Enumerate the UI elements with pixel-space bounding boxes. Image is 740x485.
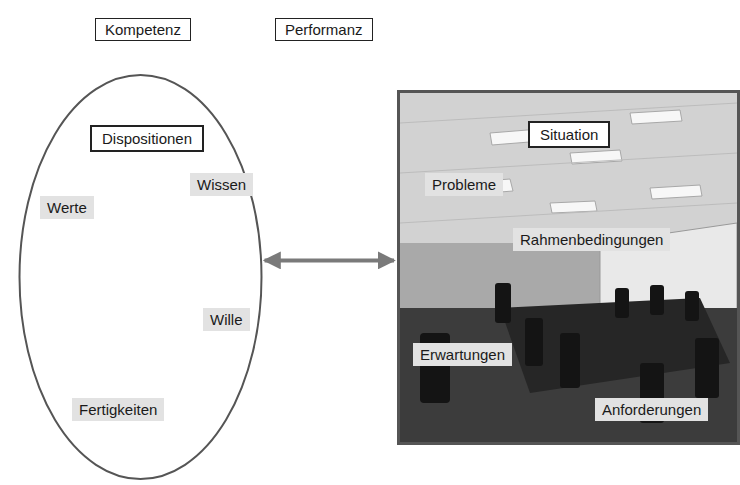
situation-label: Anforderungen (595, 398, 708, 421)
node-text: Probleme (432, 176, 496, 193)
node-text: Wille (210, 311, 243, 328)
situation-label: Rahmenbedingungen (513, 228, 670, 251)
node-text: Wissen (197, 176, 246, 193)
disposition-label: Wissen (190, 173, 253, 196)
heading-box: Dispositionen (90, 125, 204, 152)
disposition-ellipse: DispositionenWissenWerteWilleFertigkeite… (18, 73, 263, 481)
node-text: Werte (47, 199, 87, 216)
disposition-ellipse (20, 75, 262, 479)
double-arrow (265, 258, 394, 262)
node-text: Kompetenz (105, 21, 181, 38)
disposition-label: Werte (40, 196, 94, 219)
term-box: Performanz (275, 18, 373, 41)
heading-box: Situation (528, 121, 610, 148)
node-text: Fertigkeiten (79, 401, 157, 418)
situation-label: Probleme (425, 173, 503, 196)
person-head (128, 166, 176, 214)
disposition-label: Wille (203, 308, 250, 331)
node-text: Anforderungen (602, 401, 701, 418)
node-text: Rahmenbedingungen (520, 231, 663, 248)
term-box: Kompetenz (95, 18, 191, 41)
situation-panel: SituationProblemeRahmenbedingungenErwart… (397, 90, 740, 445)
person-body (72, 216, 231, 391)
situation-label: Erwartungen (413, 343, 512, 366)
node-text: Performanz (285, 21, 363, 38)
node-text: Erwartungen (420, 346, 505, 363)
disposition-label: Fertigkeiten (72, 398, 164, 421)
